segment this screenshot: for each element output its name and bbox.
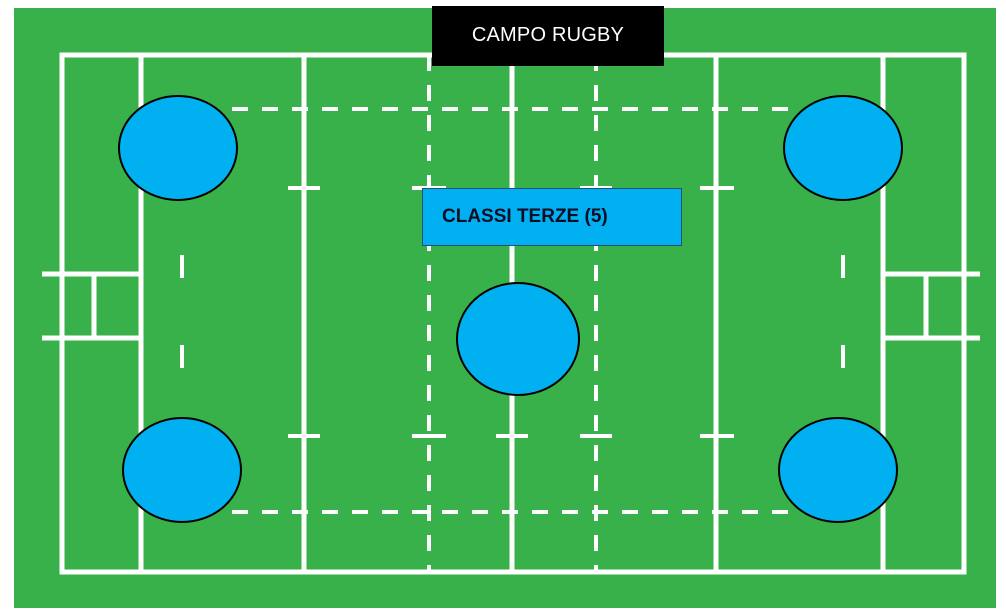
station-bottom-left: [122, 417, 242, 523]
station-top-left: [118, 95, 238, 201]
goal-right: [883, 271, 980, 341]
page-title: CAMPO RUGBY: [471, 23, 625, 46]
five-metre-markers: [180, 255, 845, 368]
five-metre-lines: [232, 107, 800, 514]
station-center: [456, 282, 580, 396]
station-bottom-right: [778, 417, 898, 523]
group-label: CLASSI TERZE (5): [442, 206, 608, 227]
group-label-box: CLASSI TERZE (5): [422, 188, 682, 246]
goal-left: [42, 271, 141, 341]
stations: [118, 95, 903, 523]
ten-metre-lines: [427, 55, 598, 572]
station-top-right: [783, 95, 903, 201]
title-box: CAMPO RUGBY: [432, 6, 664, 66]
